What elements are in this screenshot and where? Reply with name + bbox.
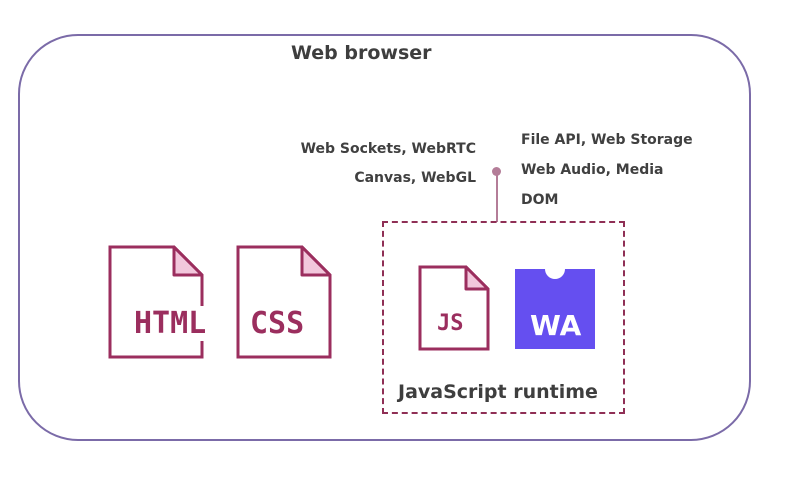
connector-line xyxy=(495,172,498,222)
webassembly-icon xyxy=(515,269,595,353)
web-browser-frame xyxy=(18,34,751,441)
api-left-line: Canvas, WebGL xyxy=(354,170,476,186)
html-file-icon xyxy=(108,245,204,359)
connector-dot xyxy=(492,167,501,176)
api-right-line: Web Audio, Media xyxy=(521,162,664,178)
js-file-label: JS xyxy=(437,311,464,336)
js-file-icon xyxy=(418,265,490,351)
apis-right: File API, Web Storage Web Audio, Media D… xyxy=(521,125,693,215)
runtime-label: JavaScript runtime xyxy=(398,381,598,403)
javascript-runtime-box xyxy=(382,221,625,414)
api-right-line: File API, Web Storage xyxy=(521,132,693,148)
api-left-line: Web Sockets, WebRTC xyxy=(300,141,476,157)
css-file-label: CSS xyxy=(250,306,305,341)
apis-left: Web Sockets, WebRTC Canvas, WebGL xyxy=(301,135,476,193)
css-file-icon xyxy=(236,245,332,359)
browser-title: Web browser xyxy=(291,42,432,64)
webassembly-label: WA xyxy=(530,309,582,342)
api-right-line: DOM xyxy=(521,192,559,208)
html-file-label: HTML xyxy=(133,306,208,341)
